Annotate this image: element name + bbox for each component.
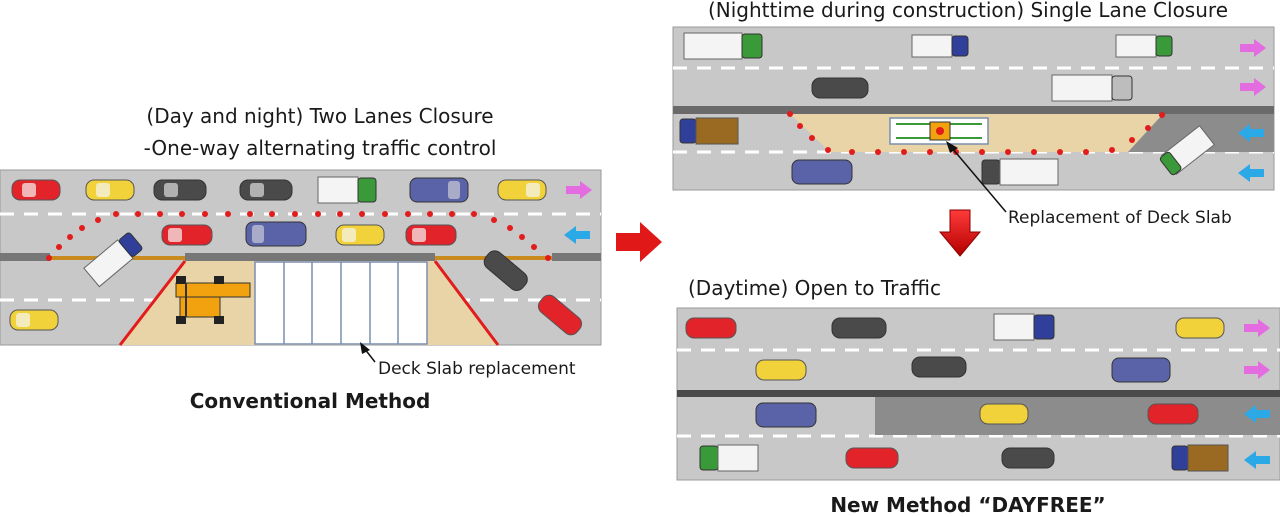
car-icon — [845, 447, 899, 469]
slab-replacement-machine-icon — [889, 117, 989, 145]
van-icon — [755, 402, 817, 428]
car-icon — [1147, 403, 1199, 425]
car-icon — [85, 179, 135, 201]
car-icon — [153, 179, 207, 201]
truck-icon — [981, 158, 1059, 186]
car-icon — [1001, 447, 1055, 469]
left-title-line1: (Day and night) Two Lanes Closure — [146, 104, 494, 128]
car-icon — [11, 179, 61, 201]
replacement-callout-arrow — [946, 141, 1007, 213]
arrow-left-icon — [1244, 405, 1270, 423]
car-icon — [979, 403, 1029, 425]
truck-icon — [1115, 34, 1173, 58]
direction-arrows-left — [564, 181, 592, 244]
car-icon — [831, 317, 887, 339]
conventional-method-caption: Conventional Method — [189, 389, 431, 413]
day-title: (Daytime) Open to Traffic — [688, 276, 941, 300]
truck-icon — [683, 32, 763, 60]
replacement-callout-label: Replacement of Deck Slab — [1008, 208, 1232, 228]
day-vehicles — [685, 313, 1229, 472]
car-icon — [537, 294, 583, 336]
traffic-cones-left — [46, 211, 551, 261]
car-icon — [811, 77, 869, 99]
car-icon — [335, 224, 385, 246]
deck-slab-callout-label: Deck Slab replacement — [378, 359, 576, 379]
car-icon — [755, 359, 807, 381]
new-method-caption: New Method “DAYFREE” — [830, 493, 1106, 517]
truck-icon — [1159, 125, 1216, 176]
truck-icon — [911, 34, 969, 58]
down-arrow-icon — [938, 209, 982, 257]
deck-slab-panels — [254, 261, 428, 345]
direction-arrows-night — [1238, 39, 1266, 182]
traffic-cones-night — [787, 111, 1165, 155]
arrow-left-icon — [1238, 164, 1264, 182]
van-icon — [791, 159, 853, 185]
arrow-left-icon — [1238, 124, 1264, 142]
arrow-right-icon — [566, 181, 592, 199]
left-title-line2: -One-way alternating traffic control — [143, 136, 497, 160]
truck-icon — [317, 176, 377, 204]
truck-icon — [83, 232, 143, 288]
deck-slab-callout-arrow — [360, 342, 376, 363]
car-icon — [483, 250, 528, 291]
direction-arrows-day — [1244, 319, 1270, 469]
car-icon — [405, 224, 457, 246]
transition-arrow-icon — [616, 222, 662, 262]
arrow-right-icon — [1240, 78, 1266, 96]
arrow-right-icon — [1244, 361, 1270, 379]
truck-icon — [699, 444, 759, 472]
car-icon — [685, 317, 737, 339]
crane-icon — [175, 276, 251, 324]
night-title: (Nighttime during construction) Single L… — [707, 0, 1228, 22]
conventional-vehicles — [9, 176, 583, 336]
truck-icon — [1051, 74, 1133, 102]
car-icon — [161, 224, 213, 246]
arrow-right-icon — [1240, 39, 1266, 57]
truck-icon — [1171, 444, 1229, 472]
arrow-left-icon — [564, 226, 590, 244]
night-vehicles — [679, 32, 1216, 186]
van-icon — [245, 221, 307, 247]
arrow-right-icon — [1244, 319, 1270, 337]
car-icon — [497, 179, 547, 201]
van-icon — [1111, 357, 1171, 383]
truck-icon — [679, 117, 739, 145]
car-icon — [9, 309, 59, 331]
car-icon — [1175, 317, 1225, 339]
van-icon — [409, 177, 469, 203]
conventional-work-zone — [118, 260, 500, 346]
car-icon — [911, 356, 967, 378]
truck-icon — [993, 313, 1055, 341]
car-icon — [239, 179, 293, 201]
arrow-left-icon — [1244, 451, 1270, 469]
